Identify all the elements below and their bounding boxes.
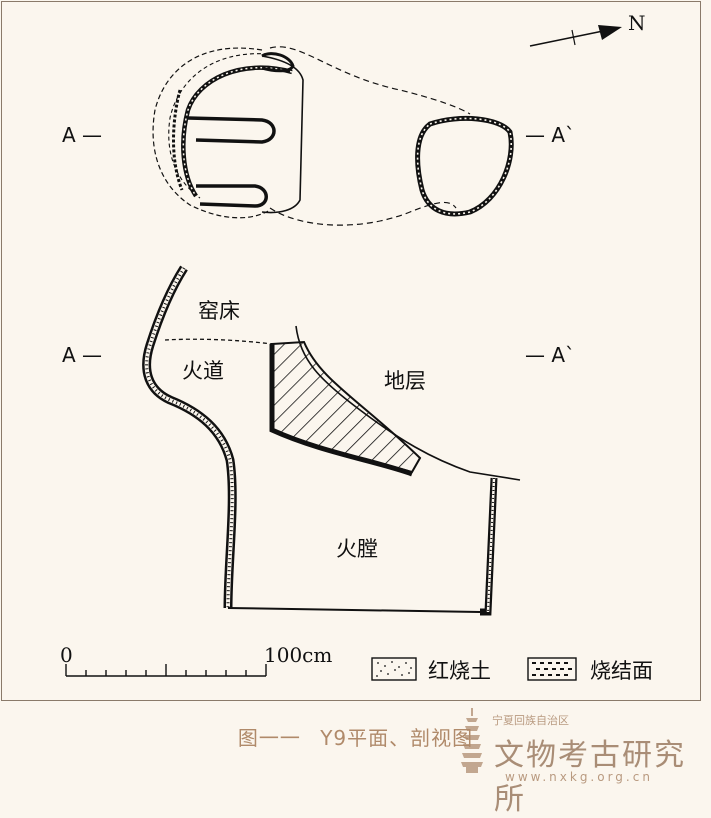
watermark-url: www.nxkg.org.cn [505, 770, 653, 784]
firebox-label: 火膛 [336, 537, 378, 561]
stratum-label: 地层 [384, 369, 426, 393]
legend: 红烧土 烧结面 [371, 657, 653, 683]
scale-bar [65, 664, 267, 677]
legend-swatch-red-burnt-soil [371, 657, 417, 681]
caption-title: Y9平面、剖视图 [320, 726, 474, 750]
scale-end-label: 100cm [264, 643, 332, 667]
hatched-block [269, 340, 422, 477]
legend-label-red-burnt-soil: 红烧土 [428, 659, 491, 683]
watermark-org-top: 宁夏回族自治区 [492, 714, 569, 727]
north-arrow-icon: N [529, 11, 646, 47]
figure-caption: 图一一 Y9平面、剖视图 [0, 722, 711, 751]
legend-label-fired-surface: 烧结面 [590, 659, 653, 683]
scale-zero-label: 0 [60, 643, 73, 667]
kiln-drawing: N A — — A` [60, 11, 653, 773]
section-label-right: — A` [525, 343, 575, 367]
plan-view [152, 46, 514, 226]
figure-frame [1, 1, 701, 701]
plan-section-label-right: — A` [525, 123, 575, 147]
plan-section-label-left: A — [62, 123, 102, 147]
pagoda-icon [461, 708, 483, 773]
caption-figure-number: 图一一 [237, 726, 301, 750]
kiln-bed-label: 窑床 [198, 299, 240, 323]
section-label-left: A — [62, 343, 102, 367]
section-view [142, 265, 521, 616]
fire-channel-label: 火道 [182, 359, 224, 383]
north-label: N [628, 11, 646, 35]
